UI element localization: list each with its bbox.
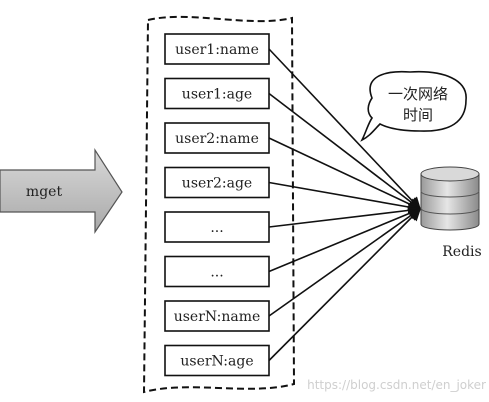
key-label: ...: [210, 265, 223, 281]
key-label: user2:age: [182, 176, 252, 192]
key-box-frame: [164, 77, 270, 110]
key-label: user2:name: [175, 131, 259, 147]
mget-label: mget: [26, 184, 63, 200]
keys-batch-container: [142, 15, 296, 394]
key-label: user1:age: [182, 87, 252, 103]
bubble-line-1: 一次网络: [388, 85, 448, 103]
key-label: userN:name: [174, 309, 261, 325]
key-box: user1:name: [164, 33, 270, 65]
key-box: user2:age: [164, 166, 270, 199]
request-arrow: [268, 203, 422, 228]
key-box-frame: [164, 255, 270, 288]
request-arrow: [268, 207, 422, 362]
key-list: user1:name user1:age user2:name user2:age..…: [164, 33, 270, 377]
network-time-bubble: 一次网络 时间: [360, 70, 467, 142]
key-label: user1:name: [175, 42, 259, 58]
request-arrows: [268, 48, 422, 362]
key-box-frame: [164, 344, 270, 377]
key-box: ...: [164, 211, 270, 243]
key-box: user2:name: [164, 122, 270, 154]
request-arrow: [268, 137, 422, 211]
key-box-frame: [164, 33, 270, 65]
request-arrow: [268, 208, 422, 317]
key-label: userN:age: [180, 354, 253, 370]
mget-command-arrow: mget: [0, 147, 123, 234]
request-arrow: [268, 181, 422, 214]
key-box-frame: [164, 211, 270, 243]
key-box: user1:age: [164, 77, 270, 110]
request-arrow: [268, 48, 422, 211]
bubble-line-2: 时间: [403, 106, 433, 124]
request-arrow: [268, 207, 422, 273]
request-arrow: [268, 92, 422, 210]
redis-label: Redis: [442, 244, 481, 260]
key-box: userN:name: [164, 300, 270, 332]
key-box-frame: [164, 122, 270, 154]
key-box: userN:age: [164, 344, 270, 377]
key-box: ...: [164, 255, 270, 288]
key-box-frame: [164, 300, 270, 332]
redis-database-icon: [420, 166, 480, 231]
key-label: ...: [210, 220, 223, 236]
watermark: https://blog.csdn.net/en_joker: [307, 378, 486, 392]
